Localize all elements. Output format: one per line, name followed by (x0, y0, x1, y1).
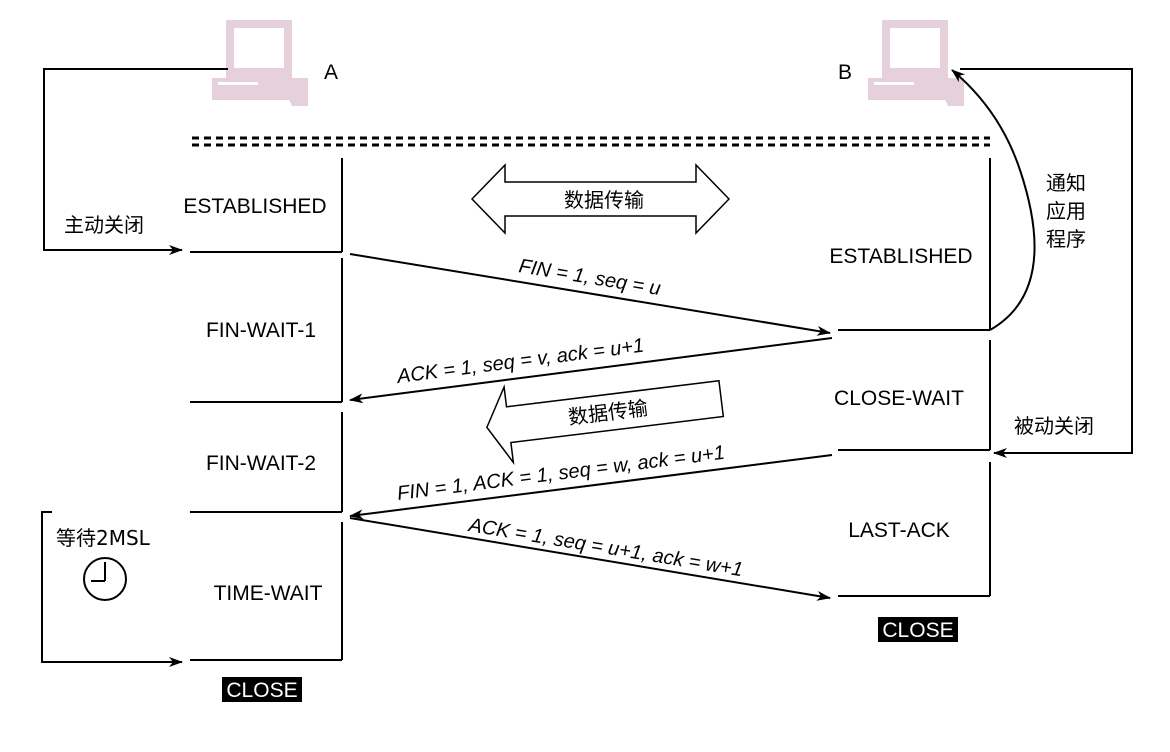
host-b-label: B (838, 61, 852, 84)
state-a-time-wait: TIME-WAIT (214, 582, 323, 605)
state-b-close-wait: CLOSE-WAIT (834, 387, 964, 410)
computer-b-icon (868, 20, 964, 106)
clock-icon (83, 557, 127, 601)
wait-2msl-arrow (41, 511, 183, 667)
notify-label-line2: 应用 (1046, 199, 1086, 223)
notify-label-line1: 通知 (1046, 171, 1086, 195)
state-b-close: CLOSE (882, 619, 953, 642)
data-transfer-label: 数据传输 (564, 188, 644, 212)
passive-close-arrow (960, 68, 1133, 458)
state-a-established: ESTABLISHED (183, 195, 326, 218)
ack2-label: ACK = 1, seq = u+1, ack = w+1 (466, 514, 744, 581)
data-transfer-double-arrow (470, 163, 731, 235)
ack2-arrow (349, 517, 831, 601)
close-a-box (222, 677, 302, 702)
data-transfer-left-arrow: 数据传输 (486, 379, 725, 466)
side-a-timeline (190, 158, 343, 661)
host-a-label: A (324, 61, 338, 84)
state-b-last-ack: LAST-ACK (848, 519, 950, 542)
notify-app-arrow (951, 69, 1036, 331)
fin1-arrow (349, 253, 831, 336)
close-b-box (878, 617, 958, 642)
fin2-label: FIN = 1, ACK = 1, seq = w, ack = u+1 (396, 442, 726, 505)
state-a-close: CLOSE (226, 679, 297, 702)
state-a-fin-wait-1: FIN-WAIT-1 (206, 319, 316, 342)
ack1-arrow (349, 337, 833, 404)
computer-a-icon (212, 20, 308, 106)
ack1-label: ACK = 1, seq = v, ack = u+1 (395, 335, 645, 389)
state-b-established: ESTABLISHED (829, 245, 972, 268)
state-a-fin-wait-2: FIN-WAIT-2 (206, 452, 316, 475)
active-close-label: 主动关闭 (64, 213, 144, 237)
active-close-arrow (43, 68, 228, 255)
side-b-timeline (838, 158, 991, 597)
passive-close-label: 被动关闭 (1014, 414, 1094, 438)
fin2-arrow (349, 454, 833, 520)
notify-label-line3: 程序 (1046, 227, 1086, 251)
wait-2msl-label: 等待2MSL (56, 526, 151, 550)
